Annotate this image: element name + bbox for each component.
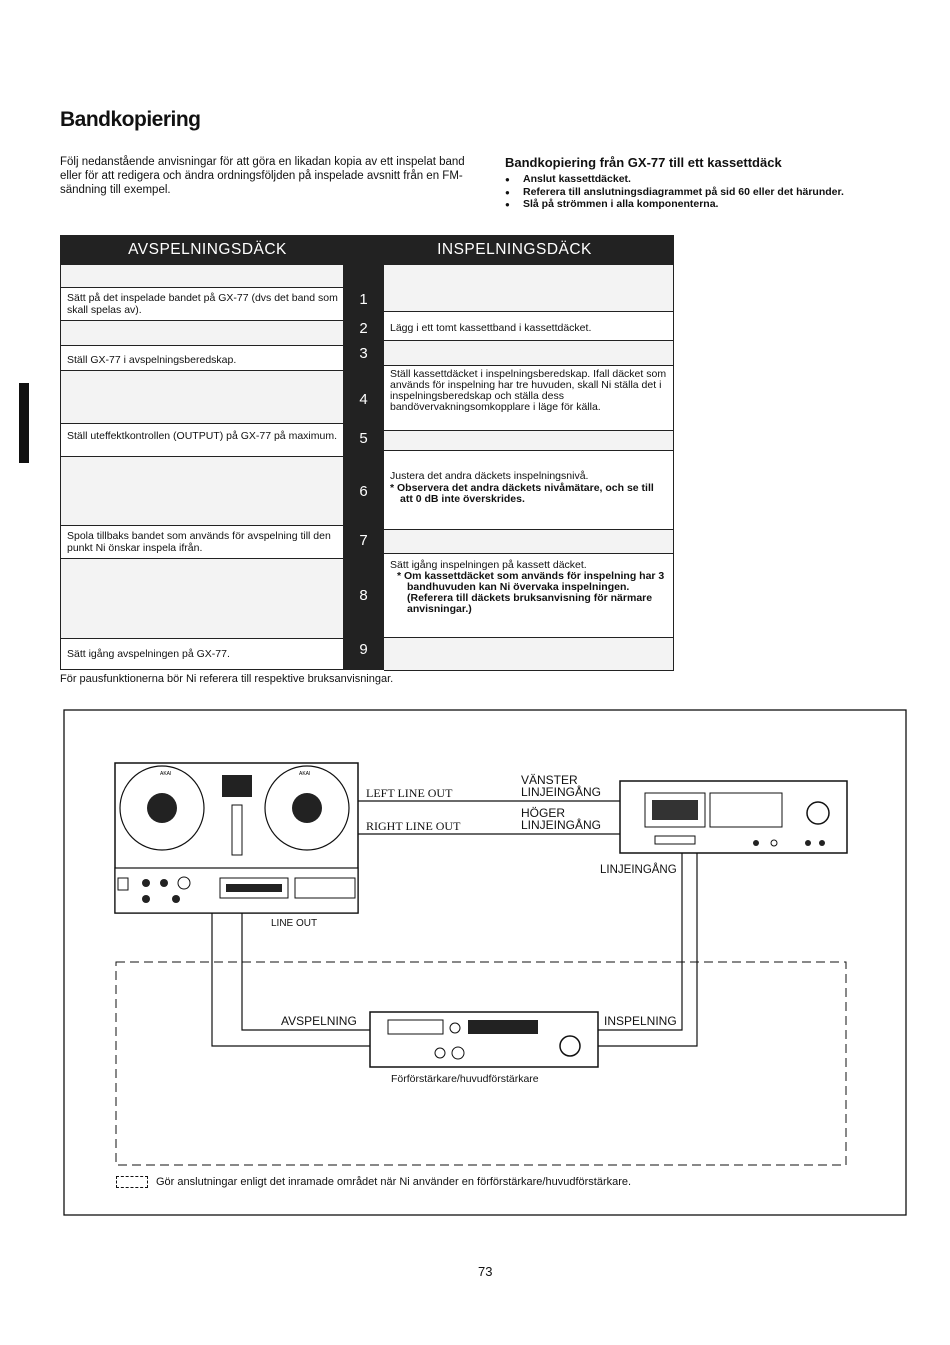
right-line-in-label: HÖGER LINJEINGÅNG	[521, 807, 601, 831]
left-line-in-text: LINJEINGÅNG	[521, 785, 602, 799]
list-item: Slå på strömmen i alla komponenterna.	[505, 198, 844, 211]
left-line-in-label: VÄNSTER LINJEINGÅNG	[521, 774, 601, 798]
step-8-note: * Om kassettdäcket som används för inspe…	[397, 570, 665, 593]
steps-table: AVSPELNINGSDÄCK INSPELNINGSDÄCK Sätt på …	[60, 235, 674, 671]
step-number: 5	[359, 430, 368, 447]
right-line-out-label: RIGHT LINE OUT	[366, 819, 461, 833]
amplifier-caption: Förförstärkare/huvudförstärkare	[391, 1073, 539, 1085]
recording-column: Lägg i ett tomt kassettband i kassettdäc…	[384, 265, 674, 671]
list-item: Anslut kassettdäcket.	[505, 173, 844, 186]
footnote: För pausfunktionerna bör Ni referera til…	[60, 673, 394, 685]
line-out-label: LINE OUT	[271, 918, 318, 929]
step-number: 7	[359, 532, 368, 549]
playback-label: AVSPELNING	[281, 1014, 357, 1028]
step-number: 3	[359, 345, 368, 362]
step-number: 4	[359, 391, 368, 408]
step-numbers: 1 2 3 4 5 6 7 8 9	[343, 265, 384, 670]
amplifier-region-dashed	[115, 961, 847, 1166]
cassette-deck	[619, 780, 848, 854]
step-3-text: Ställ GX-77 i avspelningsberedskap.	[61, 345, 344, 371]
diagram-frame	[63, 709, 907, 1216]
step-8-ref: (Referera till däckets bruksanvisning fö…	[407, 592, 653, 615]
step-2-text: Lägg i ett tomt kassettband i kassettdäc…	[384, 311, 673, 341]
step-1-text: Sätt på det inspelade bandet på GX-77 (d…	[61, 287, 344, 321]
list-item: Referera till anslutningsdiagrammet på s…	[505, 186, 844, 199]
right-line-in-text: LINJEINGÅNG	[521, 818, 602, 832]
line-in-label: LINJEINGÅNG	[600, 864, 677, 876]
step-number: 9	[359, 641, 368, 658]
step-8-note-text: Om kassettdäcket som används för inspeln…	[404, 570, 665, 593]
step-6-cell: Justera det andra däckets inspelningsniv…	[384, 450, 673, 530]
amplifier	[369, 1011, 599, 1068]
right-channel-label: HÖGER	[521, 806, 566, 820]
step-number: 1	[359, 291, 368, 308]
instruction-list: Anslut kassettdäcket. Referera till ansl…	[505, 173, 844, 211]
step-8-cell: Sätt igång inspelningen på kassett däcke…	[384, 553, 673, 638]
recording-deck-header: INSPELNINGSDÄCK	[355, 235, 674, 265]
step-number: 2	[359, 320, 368, 337]
page-number: 73	[478, 1264, 493, 1279]
step-7-text: Spola tillbaks bandet som används för av…	[61, 525, 344, 559]
dashed-box-icon	[116, 1176, 148, 1189]
recording-label: INSPELNING	[604, 1014, 677, 1028]
legend: Gör anslutningar enligt det inramade omr…	[116, 1176, 631, 1189]
step-9-text: Sätt igång avspelningen på GX-77.	[61, 638, 344, 670]
margin-marker	[19, 383, 29, 463]
intro-text: Följ nedanstående anvisningar för att gö…	[60, 156, 465, 196]
playback-column: Sätt på det inspelade bandet på GX-77 (d…	[60, 265, 344, 670]
brand-logo: AKAI	[299, 771, 310, 777]
step-8-text: Sätt igång inspelningen på kassett däcke…	[390, 559, 587, 571]
step-4-text: Ställ kassettdäcket i inspelningsberedsk…	[384, 365, 673, 431]
left-channel-label: VÄNSTER	[521, 773, 578, 787]
step-6-text: Justera det andra däckets inspelningsniv…	[390, 470, 589, 482]
step-5-text: Ställ uteffektkontrollen (OUTPUT) på GX-…	[61, 423, 344, 457]
page-title: Bandkopiering	[60, 108, 201, 131]
step-6-note-text: Observera det andra däckets nivåmätare, …	[397, 481, 654, 505]
legend-text: Gör anslutningar enligt det inramade omr…	[156, 1176, 632, 1188]
step-6-note: * Observera det andra däckets nivåmätare…	[390, 481, 654, 505]
brand-logo: AKAI	[160, 771, 171, 777]
reel-to-reel-deck: AKAI AKAI	[114, 762, 359, 914]
step-number: 6	[359, 483, 368, 500]
step-number: 8	[359, 587, 368, 604]
left-line-out-label: LEFT LINE OUT	[366, 786, 453, 800]
playback-deck-header: AVSPELNINGSDÄCK	[60, 235, 355, 265]
section-heading: Bandkopiering från GX-77 till ett kasset…	[505, 155, 782, 170]
cable-lines	[211, 800, 698, 1047]
